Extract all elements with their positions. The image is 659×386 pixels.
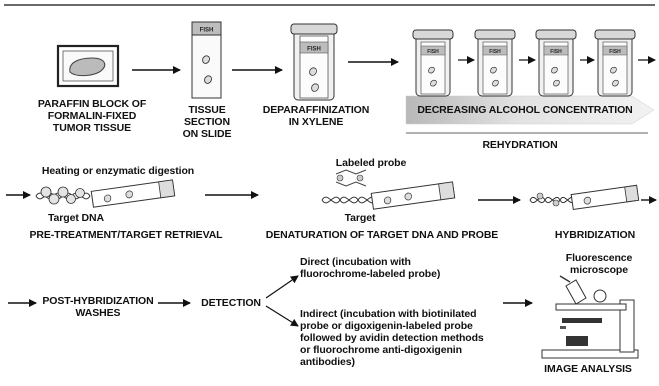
svg-text:FISH: FISH — [609, 49, 621, 55]
alcohol-jar-2-icon: FISH — [474, 29, 516, 97]
arrow-indirect — [265, 305, 299, 327]
post-hybridization-washes-label: POST-HYBRIDIZATION WASHES — [42, 295, 154, 319]
alcohol-jar-4-icon: FISH — [594, 29, 636, 97]
denaturation-icon — [321, 169, 456, 210]
deparaffinization-label: DEPARAFFINIZATION IN XYLENE — [262, 104, 370, 128]
alcohol-concentration-label: DECREASING ALCOHOL CONCENTRATION — [417, 104, 633, 116]
svg-text:FISH: FISH — [489, 49, 501, 55]
heating-label: Heating or enzymatic digestion — [41, 165, 195, 177]
alcohol-jar-1-icon: FISH — [412, 29, 454, 97]
target-label: Target — [344, 212, 376, 224]
jar-tag: FISH — [307, 47, 321, 53]
tissue-section-label: TISSUE SECTION ON SLIDE — [182, 104, 232, 140]
fluorescence-microscope-label: Fluorescence microscope — [565, 252, 633, 276]
pretreatment-dna-icon — [35, 179, 176, 208]
alcohol-jar-3-icon: FISH — [535, 29, 577, 97]
detection-label: DETECTION — [201, 297, 261, 309]
fluorescence-microscope-icon — [541, 275, 639, 359]
denaturation-label: DENATURATION OF TARGET DNA AND PROBE — [265, 229, 499, 241]
indirect-detection-label: Indirect (incubation with biotinilated p… — [300, 308, 484, 368]
direct-detection-label: Direct (incubation with fluorochrome-lab… — [300, 256, 441, 280]
image-analysis-label: IMAGE ANALYSIS — [544, 363, 632, 375]
hybridization-icon — [529, 184, 640, 210]
labeled-probe-label: Labeled probe — [335, 157, 407, 169]
target-dna-label: Target DNA — [48, 212, 104, 224]
svg-text:FISH: FISH — [550, 49, 562, 55]
tissue-slide-icon: FISH — [191, 21, 222, 99]
hybridization-label: HYBRIDIZATION — [554, 229, 636, 241]
svg-text:FISH: FISH — [427, 49, 439, 55]
arrow-direct — [265, 275, 299, 299]
paraffin-block-icon — [56, 44, 120, 88]
pretreatment-label: PRE-TREATMENT/TARGET RETRIEVAL — [29, 229, 223, 241]
alcohol-gradient-band — [405, 95, 655, 125]
rehydration-label: REHYDRATION — [482, 139, 558, 151]
xylene-jar-icon: FISH — [290, 23, 338, 101]
paraffin-block-label: PARAFFIN BLOCK OF FORMALIN-FIXED TUMOR T… — [37, 98, 147, 134]
slide-tag: FISH — [200, 28, 214, 34]
